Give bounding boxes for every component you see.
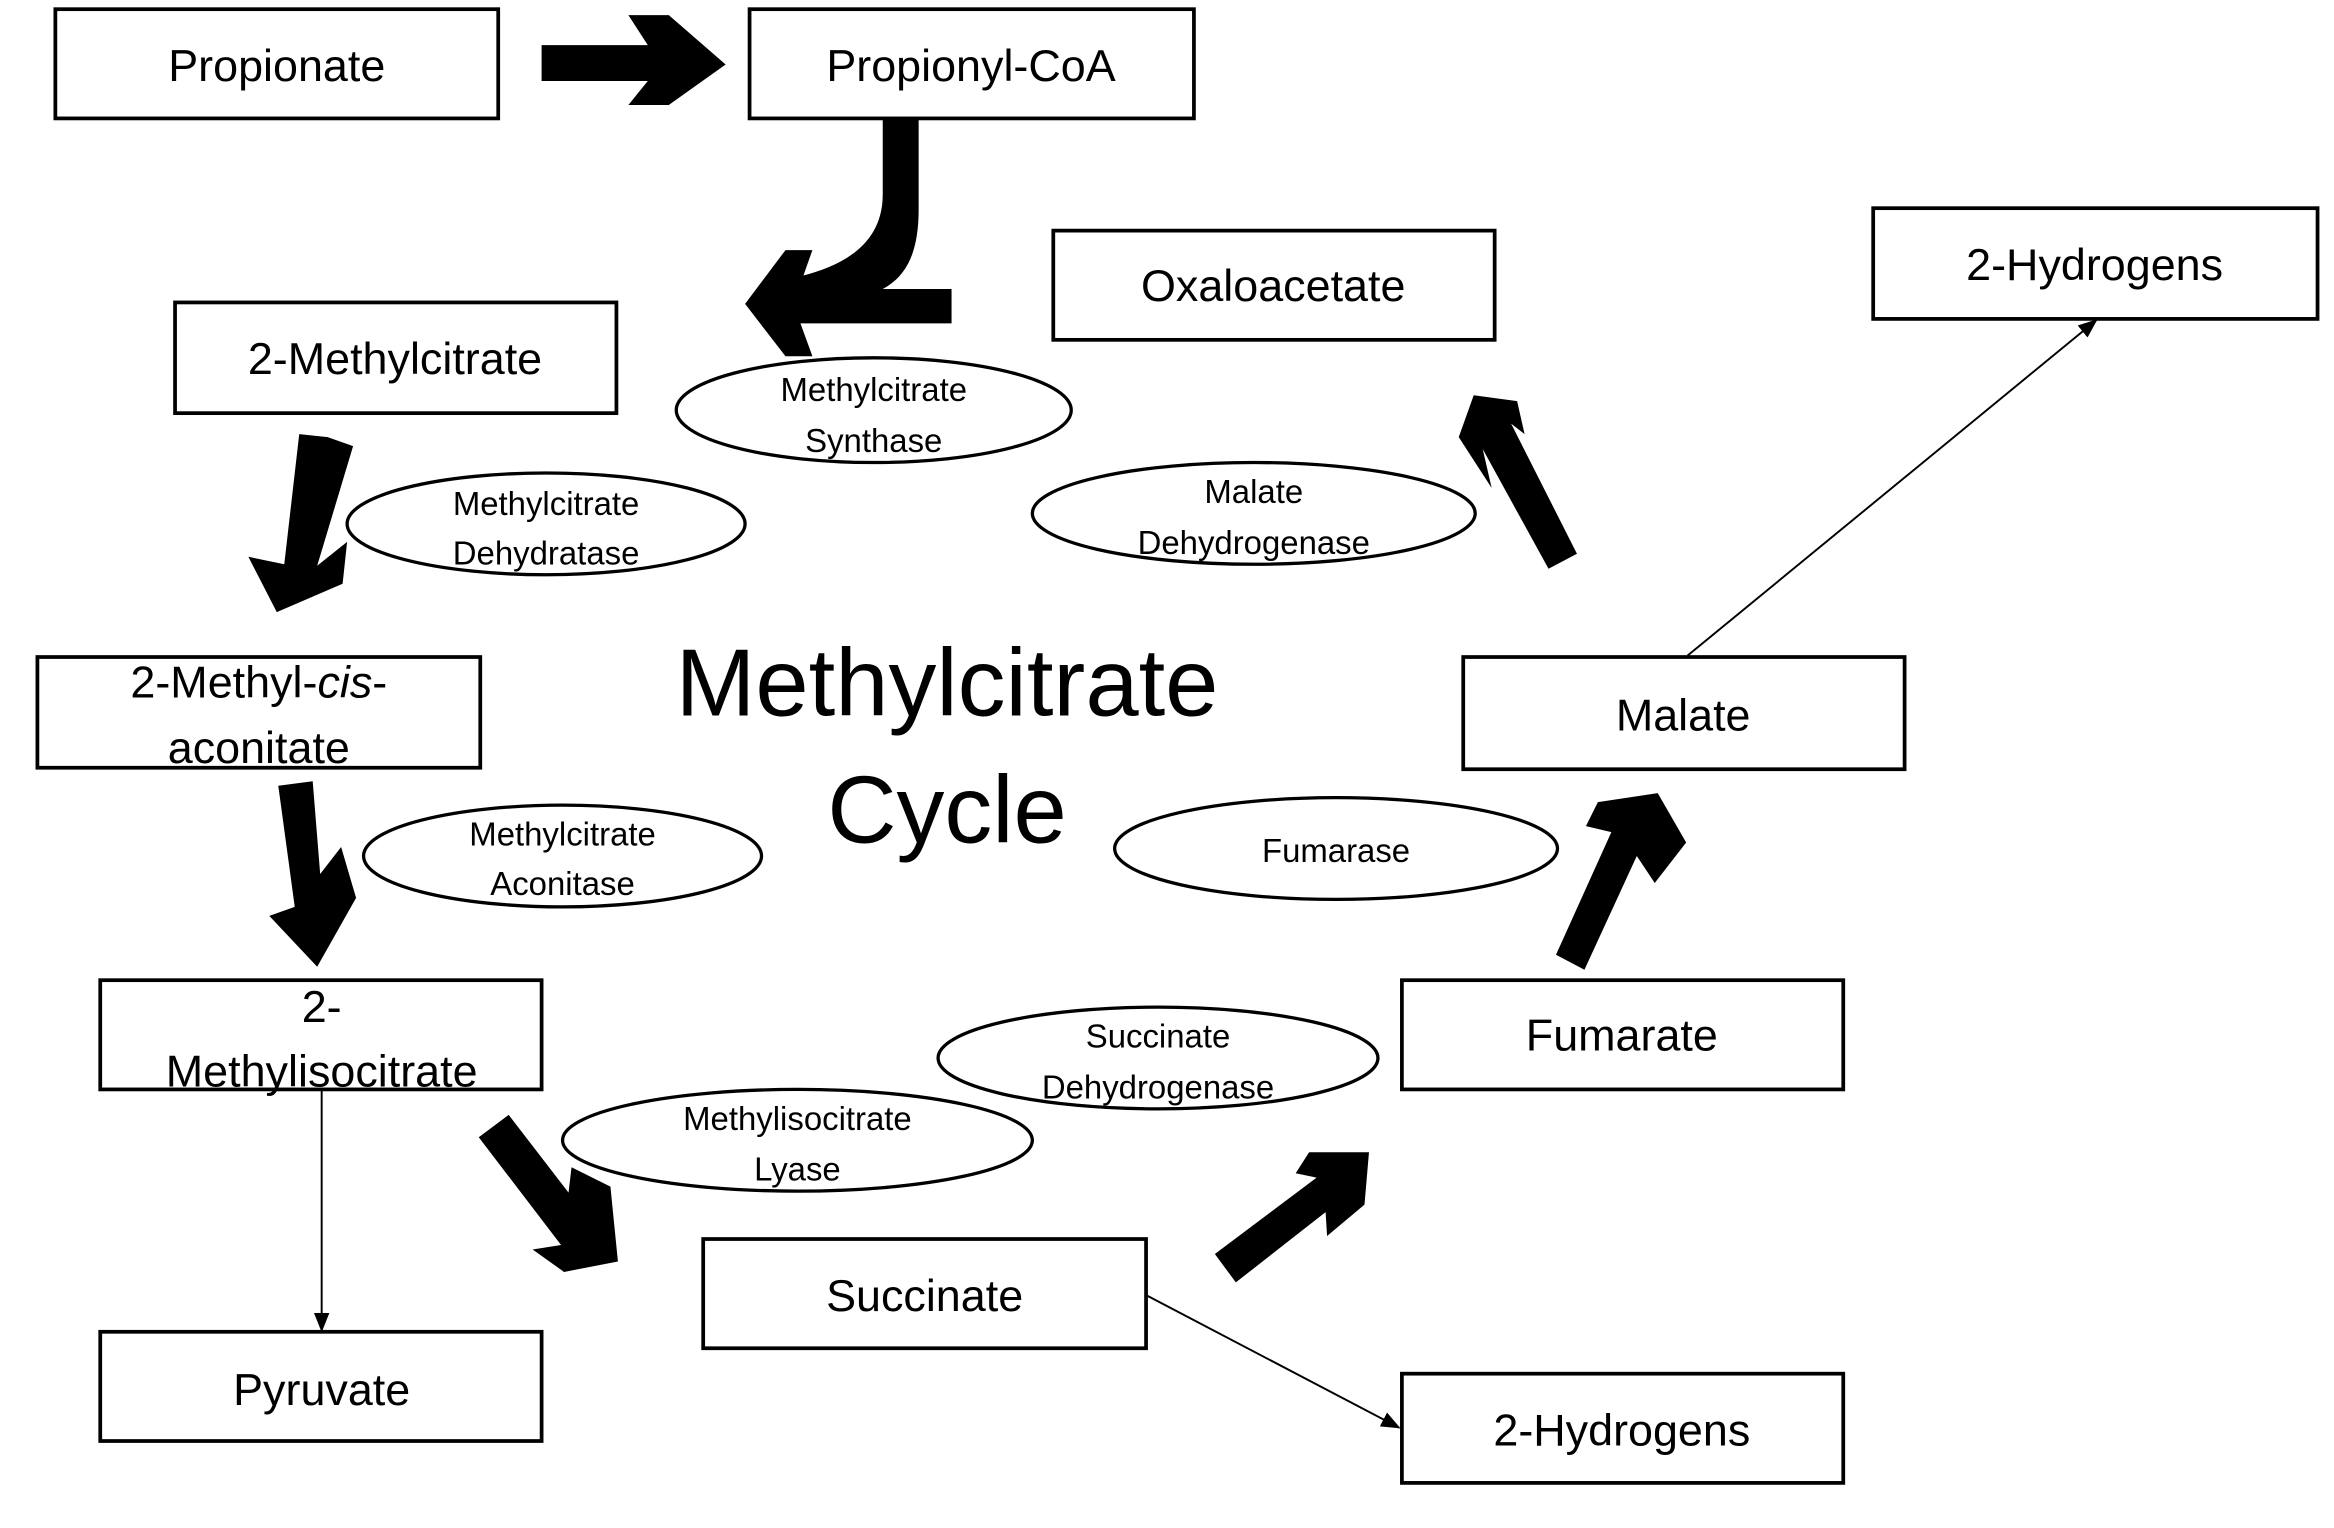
svg-text:Dehydratase: Dehydratase	[453, 534, 640, 571]
svg-text:2-Hydrogens: 2-Hydrogens	[1966, 239, 2223, 290]
svg-text:Dehydrogenase: Dehydrogenase	[1042, 1068, 1274, 1105]
enzyme-methylisocitrate-lyase: Methylisocitrate Lyase	[560, 1087, 1034, 1193]
diagram-title-line1: Methylcitrate	[676, 629, 1219, 736]
node-2-methylcitrate: 2-Methylcitrate	[173, 300, 619, 416]
node-propionyl-coa: Propionyl-CoA	[747, 7, 1196, 121]
enzyme-succinate-dehydrogenase: Succinate Dehydrogenase	[936, 1005, 1380, 1111]
svg-text:Methylisocitrate: Methylisocitrate	[166, 1045, 478, 1096]
node-hydrogens-top: 2-Hydrogens	[1871, 206, 2320, 321]
enzyme-malate-dehydrogenase: Malate Dehydrogenase	[1030, 460, 1477, 566]
arrow-propionate-to-propionyl-coa	[541, 15, 726, 105]
node-2-methyl-cis-aconitate: 2-Methyl-cis- aconitate	[35, 655, 483, 773]
svg-text:Aconitase: Aconitase	[490, 865, 635, 902]
arrow-succinate-to-fumarate	[1214, 1152, 1369, 1283]
node-succinate: Succinate	[701, 1237, 1148, 1351]
svg-text:Succinate: Succinate	[826, 1270, 1023, 1321]
arrow-malate-to-oxaloacetate	[1458, 395, 1577, 569]
svg-text:Fumarase: Fumarase	[1262, 832, 1410, 869]
arrow-aconitate-to-methylisocitrate	[269, 781, 357, 967]
svg-text:Dehydrogenase: Dehydrogenase	[1138, 524, 1370, 561]
diagram-title-line2: Cycle	[827, 757, 1066, 864]
svg-text:2-Methyl-cis-: 2-Methyl-cis-	[130, 656, 387, 707]
svg-text:Fumarate: Fumarate	[1526, 1010, 1718, 1061]
svg-text:Succinate: Succinate	[1086, 1018, 1231, 1055]
enzyme-methylcitrate-synthase: Methylcitrate Synthase	[674, 356, 1073, 465]
svg-text:Propionyl-CoA: Propionyl-CoA	[826, 40, 1115, 91]
node-2-methylisocitrate: 2- Methylisocitrate	[98, 978, 544, 1096]
node-hydrogens-bottom: 2-Hydrogens	[1400, 1371, 1846, 1485]
arrow-propionyl-coa-to-methylcitrate	[745, 119, 952, 357]
svg-text:Methylcitrate: Methylcitrate	[780, 371, 967, 408]
node-oxaloacetate: Oxaloacetate	[1051, 228, 1497, 342]
node-pyruvate: Pyruvate	[98, 1329, 544, 1443]
arrow-succinate-to-hydrogens	[1147, 1295, 1401, 1429]
node-malate: Malate	[1461, 655, 1907, 772]
node-fumarate: Fumarate	[1400, 978, 1846, 1092]
arrow-fumarate-to-malate	[1556, 793, 1687, 970]
arrow-methylcitrate-to-aconitate	[248, 434, 354, 613]
arrow-malate-to-hydrogens	[1687, 319, 2098, 657]
svg-text:2-Methylcitrate: 2-Methylcitrate	[248, 333, 542, 384]
svg-text:2-Hydrogens: 2-Hydrogens	[1493, 1404, 1750, 1455]
svg-text:Pyruvate: Pyruvate	[233, 1364, 410, 1415]
svg-text:aconitate: aconitate	[168, 722, 350, 773]
node-propionate: Propionate	[53, 7, 501, 121]
svg-text:Synthase: Synthase	[805, 422, 942, 459]
arrow-methylisocitrate-to-succinate	[478, 1114, 618, 1272]
enzyme-methylcitrate-dehydratase: Methylcitrate Dehydratase	[345, 471, 747, 577]
svg-text:Malate: Malate	[1204, 473, 1303, 510]
svg-text:Methylcitrate: Methylcitrate	[469, 816, 656, 853]
enzyme-methylcitrate-aconitase: Methylcitrate Aconitase	[361, 803, 764, 909]
svg-text:Methylisocitrate: Methylisocitrate	[683, 1100, 912, 1137]
enzyme-fumarase: Fumarase	[1112, 796, 1560, 902]
svg-text:Lyase: Lyase	[754, 1151, 841, 1188]
svg-text:2-: 2-	[302, 981, 342, 1032]
svg-text:Malate: Malate	[1616, 689, 1751, 740]
svg-text:Methylcitrate: Methylcitrate	[453, 485, 640, 522]
svg-text:Oxaloacetate: Oxaloacetate	[1141, 260, 1405, 311]
svg-text:Propionate: Propionate	[168, 40, 385, 91]
